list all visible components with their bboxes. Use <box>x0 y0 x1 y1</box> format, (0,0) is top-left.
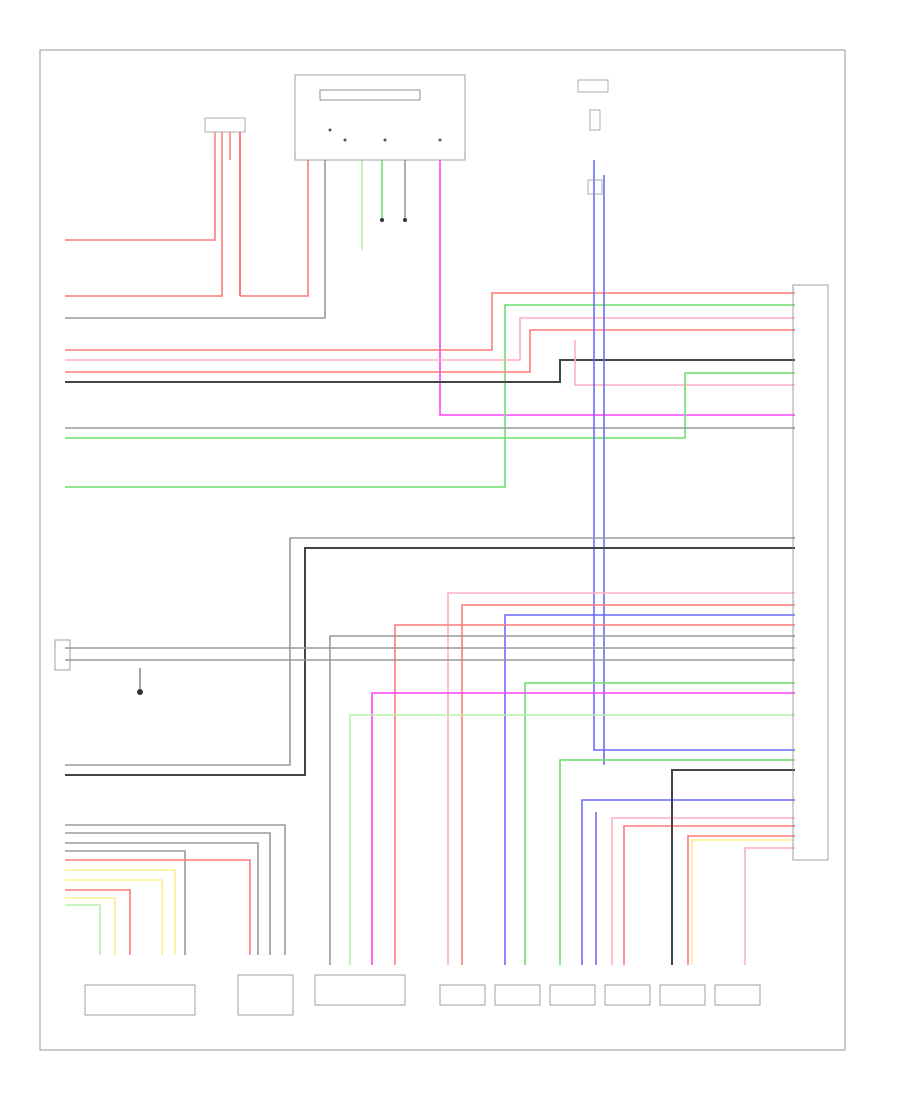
wire-w-black-dn14 <box>671 769 795 965</box>
wire-w-red-dn2 <box>461 604 795 965</box>
wire-w-red-thick <box>65 160 223 297</box>
wire-w-red-lt5 <box>65 859 251 955</box>
bottom-left-connector <box>84 984 196 1016</box>
wire-w-red-dn15 <box>687 835 795 965</box>
bottom-c8 <box>659 984 706 1006</box>
components-layer <box>39 49 846 1051</box>
left-small-box <box>54 639 71 671</box>
bottom-c6 <box>549 984 596 1006</box>
bottom-c2 <box>237 974 294 1016</box>
wire-w-blue-v1 <box>593 160 795 751</box>
wire-w-red-right2 <box>65 329 795 373</box>
bottom-c9 <box>714 984 761 1006</box>
wire-w-red-right1 <box>65 292 795 351</box>
wire-w-blue-dn10 <box>581 799 795 965</box>
wire-w-pink-right <box>65 317 795 361</box>
wire-w-yellow-dn16 <box>691 839 795 965</box>
wire-w-gray-lt4 <box>65 850 186 955</box>
outer-frame <box>39 49 846 1051</box>
wire-w-top-red <box>65 160 216 241</box>
wire-w-red-dn4 <box>394 624 795 965</box>
wire-w-yellow-lt7 <box>65 879 163 955</box>
wire-w-magenta-dn7 <box>371 692 795 965</box>
wire-w-gray1 <box>65 160 326 319</box>
wire-w-yellow-lt6 <box>65 869 176 955</box>
connector-details-layer <box>137 79 609 695</box>
wire-w-red-lt8 <box>65 889 131 955</box>
wire-w-lgreen-dn8 <box>349 714 795 965</box>
wire-w-magenta <box>439 160 795 416</box>
wire-w-green-right <box>65 304 795 488</box>
top-right-fuse <box>577 79 609 195</box>
bottom-c5 <box>494 984 541 1006</box>
wire-w-gray-lt1 <box>65 824 286 955</box>
ground-icon <box>137 668 143 695</box>
wire-w-blue-dn3 <box>504 614 795 965</box>
wire-w-pink-dn17 <box>744 847 795 965</box>
wire-w-black-right <box>65 359 795 383</box>
wire-w-yellow-lt9 <box>65 897 116 955</box>
wire-w-green-r4 <box>65 372 795 439</box>
wire-w-gray-lt3 <box>65 842 259 955</box>
wire-w-red-thick2 <box>240 160 309 297</box>
switch-ground-icon <box>380 218 407 222</box>
bottom-c7 <box>604 984 651 1006</box>
wire-w-green-dn6 <box>524 682 795 965</box>
wire-w-green-dn9 <box>559 759 795 965</box>
bottom-c4 <box>439 984 486 1006</box>
wire-w-pink-dn1 <box>447 592 795 965</box>
wire-w-pink-r3 <box>574 340 795 386</box>
switch-internals <box>319 89 442 142</box>
wire-w-red-dn13 <box>623 825 795 965</box>
wires-layer <box>65 160 795 965</box>
combination-switch <box>294 74 466 161</box>
wire-w-green-lt10 <box>65 904 101 955</box>
wire-w-gray-lt2 <box>65 832 271 955</box>
wire-w-black-big <box>65 547 795 776</box>
bottom-c3 <box>314 974 406 1006</box>
top-left-connector <box>204 117 246 296</box>
wire-w-pink-dn12 <box>611 817 795 965</box>
wire-w-gray-big <box>65 537 795 766</box>
wire-w-gray-dn5 <box>329 635 795 965</box>
ecm-connector <box>792 284 829 861</box>
